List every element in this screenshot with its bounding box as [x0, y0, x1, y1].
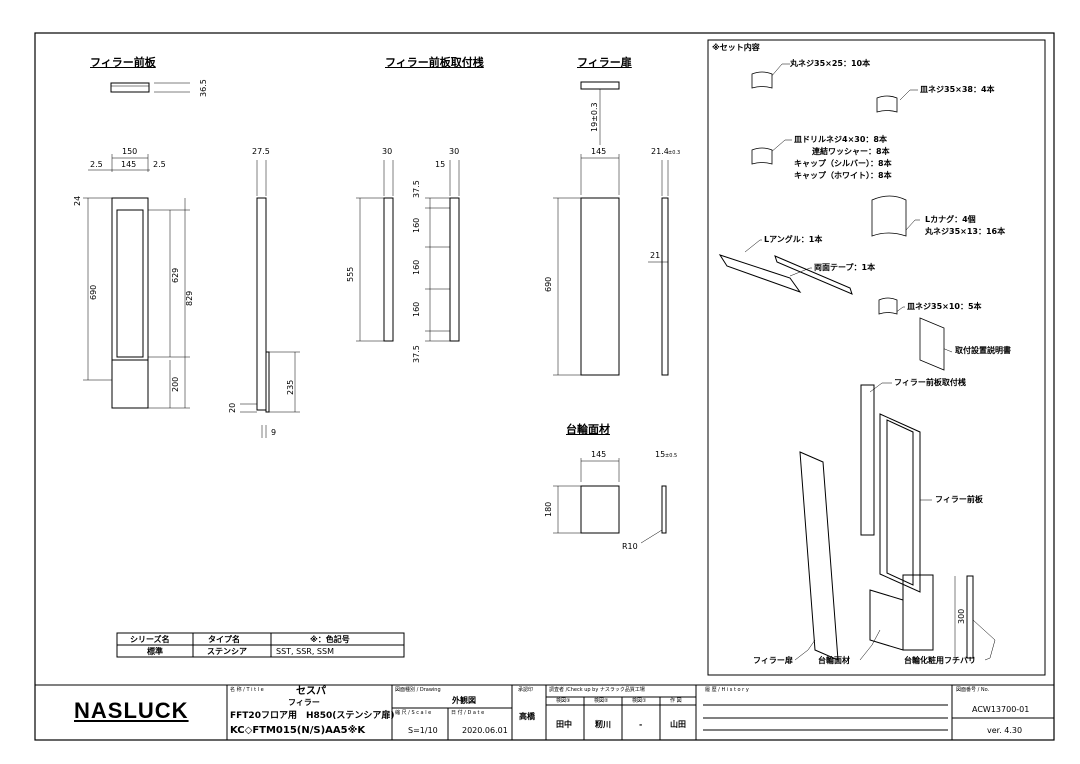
iso-label: フィラー前板取付桟	[894, 378, 966, 387]
approval-label: 承認印	[518, 687, 534, 693]
dim-label: 37.5	[412, 180, 421, 198]
dim-label: 160	[412, 301, 421, 317]
dim-label: 160	[412, 217, 421, 233]
set-item: Lカナグ：4個	[925, 215, 976, 224]
dim-label: 555	[346, 266, 355, 282]
check-label: 調査者 /Check up by ナスラック品質工場	[549, 687, 645, 693]
company-logo: NASLUCK	[74, 698, 189, 723]
screw-icon	[751, 147, 773, 165]
dim-label: 235	[286, 379, 295, 395]
title-line3: FFT20フロア用 H850(ステンシア扉)	[230, 711, 395, 721]
check-value: -	[639, 720, 643, 729]
scale-label: 縮 尺 / S c a l e	[395, 710, 432, 716]
scale-value: S=1/10	[408, 726, 438, 735]
check-value: 籾川	[595, 720, 611, 729]
front-panel-title: フィラー前板	[90, 56, 156, 69]
dim-label: 27.5	[252, 147, 270, 156]
table-header: ※：色記号	[310, 635, 350, 644]
dim-label: 690	[544, 276, 553, 292]
dim-label: 24	[73, 195, 82, 206]
dim-label: 37.5	[412, 345, 421, 363]
date-label: 日 付 / D a t e	[451, 710, 485, 716]
dim-label: 829	[185, 290, 194, 306]
dim-label: 21.4	[651, 147, 669, 156]
table-header: シリーズ名	[130, 635, 170, 644]
set-item: 丸ネジ35×25：10本	[790, 59, 871, 68]
dim-label: 21	[650, 251, 661, 260]
history-label: 履 歴 / H i s t o r y	[705, 687, 749, 693]
set-item: 取付設置説明書	[955, 346, 1011, 355]
check-value: 山田	[670, 720, 686, 729]
check-header: 検図②	[594, 698, 609, 704]
drawing-label: 図面種別 / Drawing	[395, 687, 441, 693]
dim-label: 160	[412, 259, 421, 275]
drawing-number: ACW13700-01	[972, 705, 1030, 714]
version-label: ver. 4.30	[987, 726, 1023, 735]
check-header: 検図①	[632, 698, 647, 704]
set-item: Lアングル：1本	[764, 235, 823, 244]
filler-door-title: フィラー扉	[577, 56, 632, 69]
check-value: 田中	[556, 720, 572, 729]
set-heading: ※セット内容	[712, 43, 760, 52]
dim-label: 2.5	[90, 160, 103, 169]
set-item: 皿ドリルネジ4×30：8本	[794, 135, 887, 144]
title-main: セスパ	[296, 686, 326, 697]
dim-label: 300	[957, 608, 966, 624]
dim-label: 2.5	[153, 160, 166, 169]
iso-label: フィラー前板	[935, 495, 983, 504]
title-sub: フィラー	[288, 698, 320, 707]
set-item: キャップ（シルバー）：8本	[794, 159, 892, 168]
drawing-no-label: 図面番号 / No.	[956, 687, 990, 693]
dim-tolerance: ±0.3	[668, 150, 681, 156]
dim-label: R10	[622, 542, 638, 551]
dim-label: 690	[89, 284, 98, 300]
set-item: 両面テープ：1本	[814, 263, 876, 272]
dim-tolerance: ±0.5	[665, 453, 678, 459]
table-header: タイプ名	[208, 635, 240, 644]
iso-label: フィラー扉	[753, 656, 793, 665]
dim-label: 30	[382, 147, 393, 156]
title-label: 名 称 / T i t l e	[230, 687, 264, 693]
dim-label: 9	[271, 428, 277, 437]
set-item: 連結ワッシャー：8本	[812, 147, 890, 156]
dim-label: 15	[655, 450, 666, 459]
set-item: 丸ネジ35×13：16本	[925, 227, 1006, 236]
iso-label: 台輪化粧用フチバリ	[904, 656, 976, 665]
dim-label: 145	[591, 450, 607, 459]
dim-label: 629	[171, 267, 180, 283]
screw-icon	[751, 71, 773, 89]
dim-label: 200	[171, 376, 180, 392]
dim-label: 145	[591, 147, 607, 156]
dim-label: 36.5	[199, 79, 208, 97]
dim-label: 30	[449, 147, 460, 156]
screw-icon	[876, 95, 898, 113]
dim-label: 145	[121, 160, 137, 169]
table-cell: 標準	[147, 647, 163, 656]
table-cell: SST, SSR, SSM	[276, 647, 334, 656]
mount-bar-title: フィラー前板取付桟	[385, 56, 484, 69]
iso-label: 台輪面材	[818, 656, 850, 665]
set-item: 皿ネジ35×10：5本	[907, 302, 982, 311]
base-panel-title: 台輪面材	[566, 423, 610, 436]
table-cell: ステンシア	[207, 647, 247, 656]
screw-icon	[878, 297, 898, 315]
dim-label: 19±0.3	[590, 102, 599, 132]
dim-label: 15	[435, 160, 446, 169]
dim-label: 180	[544, 501, 553, 517]
set-item: キャップ（ホワイト）：8本	[794, 171, 892, 180]
product-code: KC◇FTM015(N/S)AA5※K	[230, 725, 366, 736]
set-item: 皿ネジ35×38：4本	[920, 85, 995, 94]
check-header: 作 図	[670, 698, 682, 704]
date-value: 2020.06.01	[462, 726, 508, 735]
bracket-icon	[871, 195, 907, 237]
manual-icon	[919, 317, 945, 371]
check-header: 検図③	[556, 698, 571, 704]
dim-label: 150	[122, 147, 138, 156]
dim-label: 20	[228, 402, 237, 413]
approval-value: 高橋	[519, 712, 535, 721]
drawing-value: 外観図	[452, 696, 476, 705]
